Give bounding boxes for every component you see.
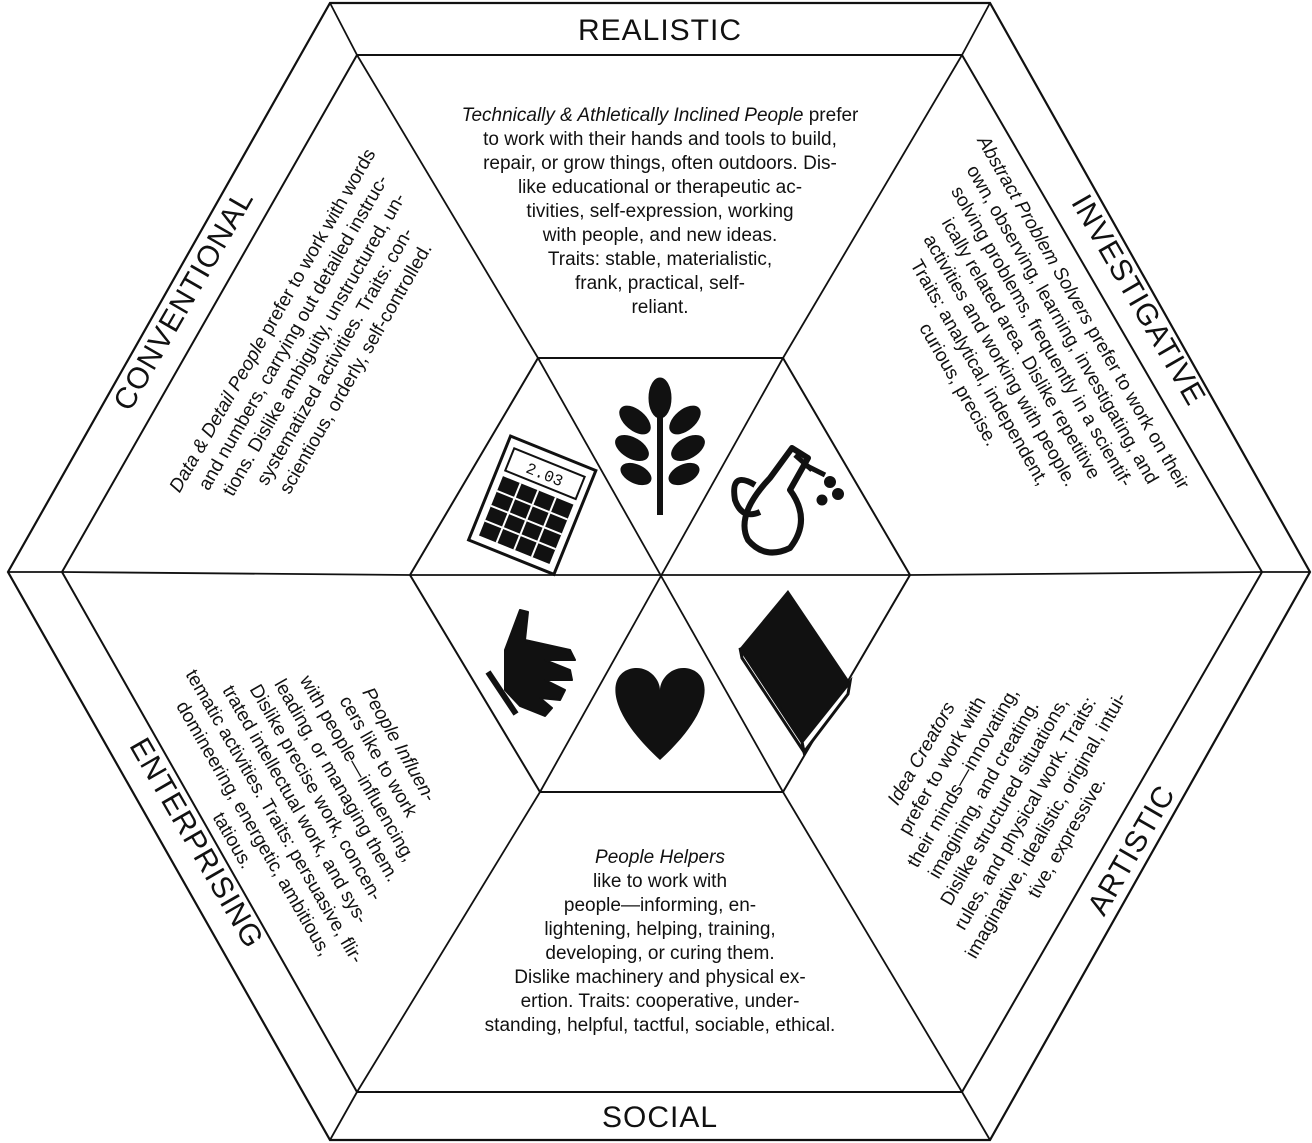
lab-flasks-icon: [731, 445, 844, 556]
social-title: SOCIAL: [602, 1101, 718, 1134]
heart-icon: [615, 667, 705, 760]
social-description: People Helpers like to work with people—…: [484, 847, 836, 1036]
spokes: [61, 54, 1263, 1093]
pointing-hand-icon: [485, 609, 576, 717]
center-dividers: [410, 357, 910, 793]
book-icon: [738, 590, 853, 756]
realistic-title: REALISTIC: [578, 14, 742, 47]
calculator-icon: 2.03: [466, 434, 598, 577]
plant-icon: [615, 377, 705, 515]
realistic-description: Technically & Athletically Inclined Peop…: [461, 105, 859, 318]
band-connectors: [8, 2, 1310, 1141]
